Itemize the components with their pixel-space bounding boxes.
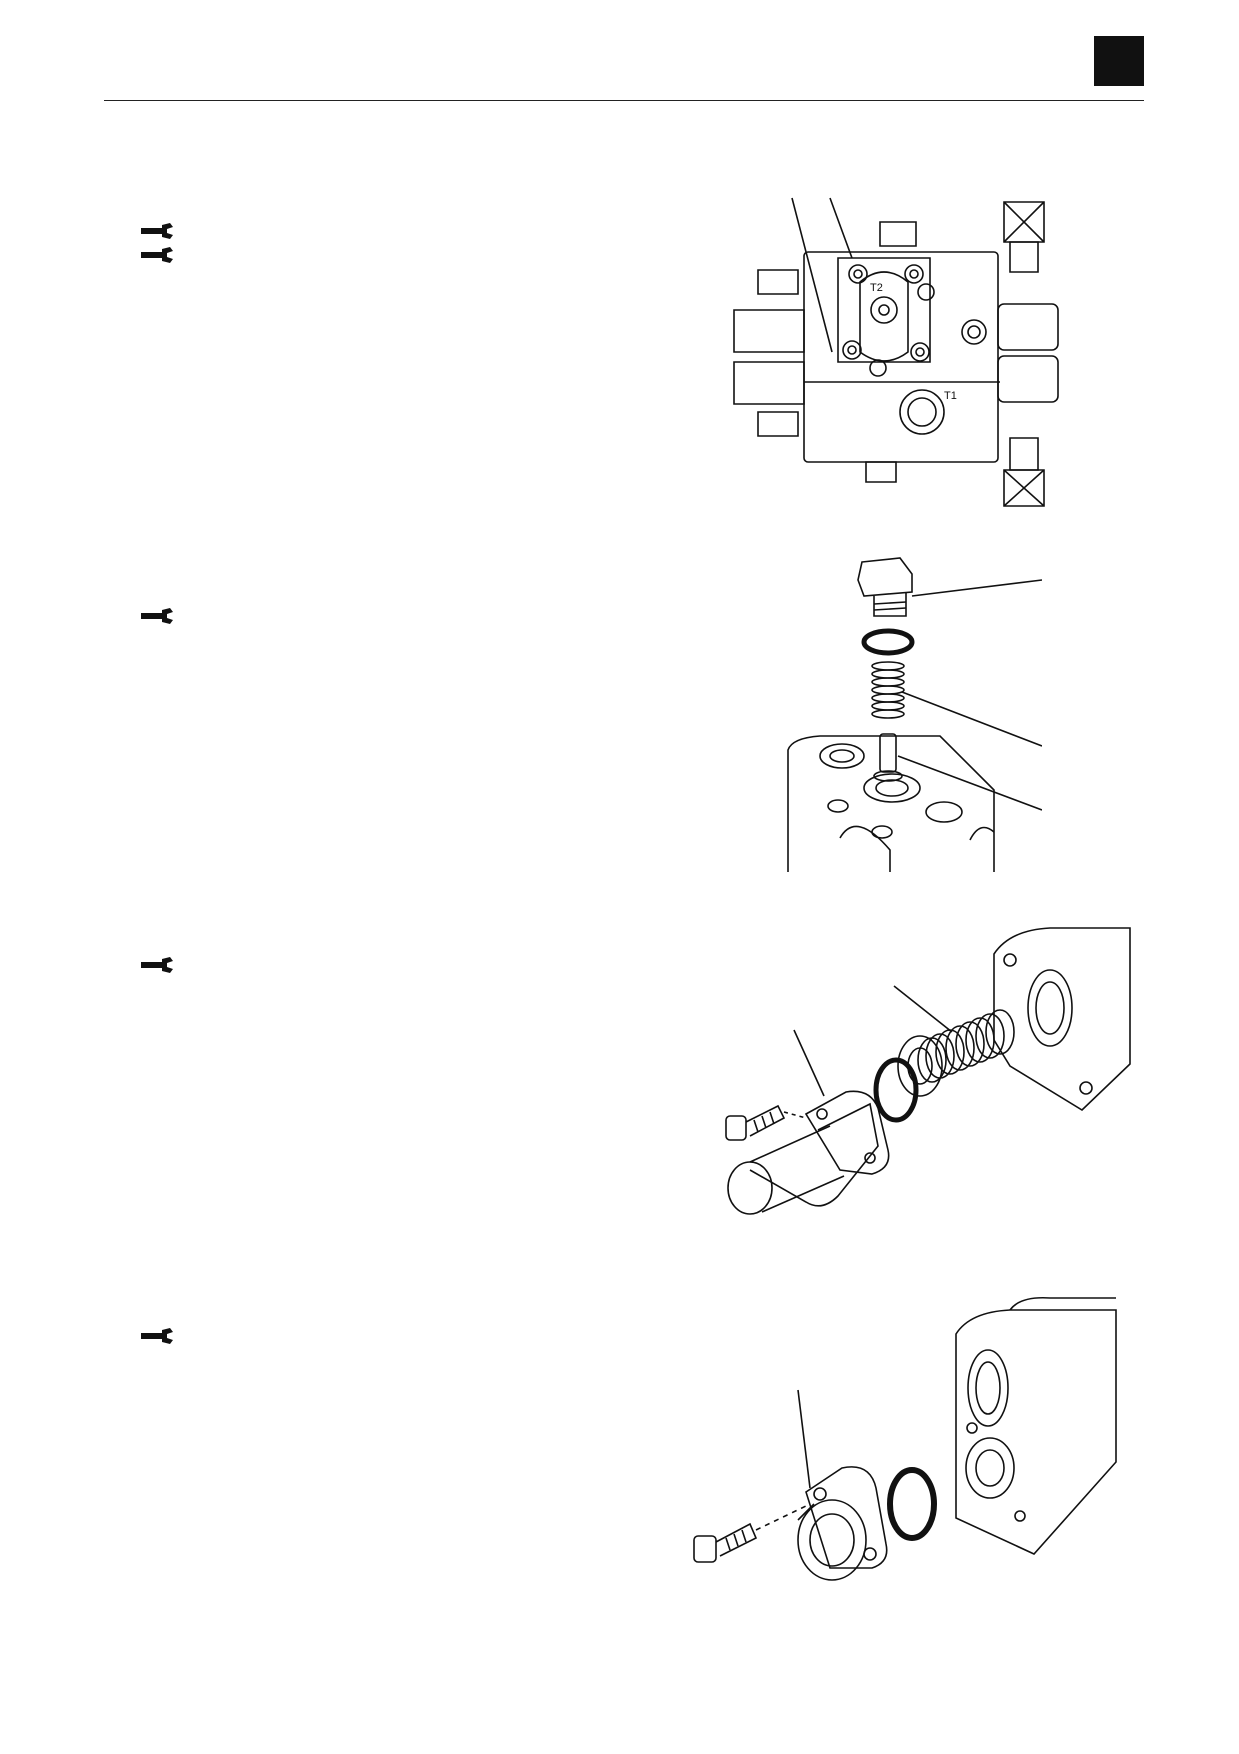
- leader-line: [792, 198, 832, 352]
- side-plug: [962, 320, 986, 344]
- bolt: [911, 343, 929, 361]
- spool-cap-right-lower: [998, 356, 1058, 402]
- figure-control-valve-assembly: T2 T1: [720, 192, 1060, 512]
- spool-cap: [728, 1162, 772, 1214]
- hex-fitting: [758, 270, 798, 294]
- header-rule: [104, 100, 1144, 101]
- bolt: [849, 265, 867, 283]
- flange-boss: [798, 1500, 866, 1580]
- figure-plug-spring-poppet: [780, 550, 1042, 872]
- figure-spool-cap-removal: [710, 920, 1140, 1242]
- valve-body-block: [994, 928, 1130, 1110]
- o-ring: [890, 1470, 934, 1538]
- cover-plate: [838, 258, 930, 362]
- top-fitting: [880, 222, 916, 246]
- valve-body-block: [956, 1310, 1116, 1554]
- wrench-icon: [141, 223, 173, 239]
- bolt: [843, 341, 861, 359]
- figure-cap-flange-removal: [680, 1292, 1120, 1628]
- bolt: [918, 284, 934, 300]
- wrench-icon: [141, 608, 173, 624]
- cap-flange: [806, 1467, 887, 1568]
- leader-line: [902, 692, 1042, 746]
- leader-line: [794, 1030, 824, 1096]
- spring: [872, 662, 904, 718]
- leader-line: [898, 756, 1042, 810]
- o-ring: [864, 631, 912, 653]
- hex-fitting: [758, 412, 798, 436]
- spool-cap-right-upper: [998, 304, 1058, 350]
- poppet: [880, 734, 896, 772]
- valve-body-section: [788, 736, 994, 872]
- plug: [858, 558, 912, 596]
- wrench-icon: [141, 1328, 173, 1344]
- spool-end: [898, 1036, 942, 1096]
- port-label-t2: T2: [870, 282, 883, 294]
- valve-body: [804, 252, 998, 462]
- leader-line: [830, 198, 852, 258]
- leader-line: [798, 1390, 810, 1488]
- socket-bolt: [694, 1524, 756, 1562]
- section-tab-marker: [1094, 36, 1144, 86]
- spool-spring: [918, 1010, 1014, 1082]
- spool-cap-left-upper: [734, 310, 804, 352]
- o-ring: [876, 1060, 916, 1120]
- wrench-icon: [141, 957, 173, 973]
- bottom-fitting: [866, 462, 896, 482]
- spool-cap-flange: [806, 1091, 889, 1174]
- port-label-t1: T1: [944, 390, 957, 402]
- leader-line: [912, 580, 1042, 596]
- bolt: [905, 265, 923, 283]
- leader-line: [894, 986, 952, 1032]
- socket-bolt: [726, 1106, 784, 1140]
- bolt: [870, 360, 886, 376]
- port-t2: [871, 297, 897, 323]
- port-t1: [900, 390, 944, 434]
- wrench-icon: [141, 247, 173, 263]
- spool-cap-left-lower: [734, 362, 804, 404]
